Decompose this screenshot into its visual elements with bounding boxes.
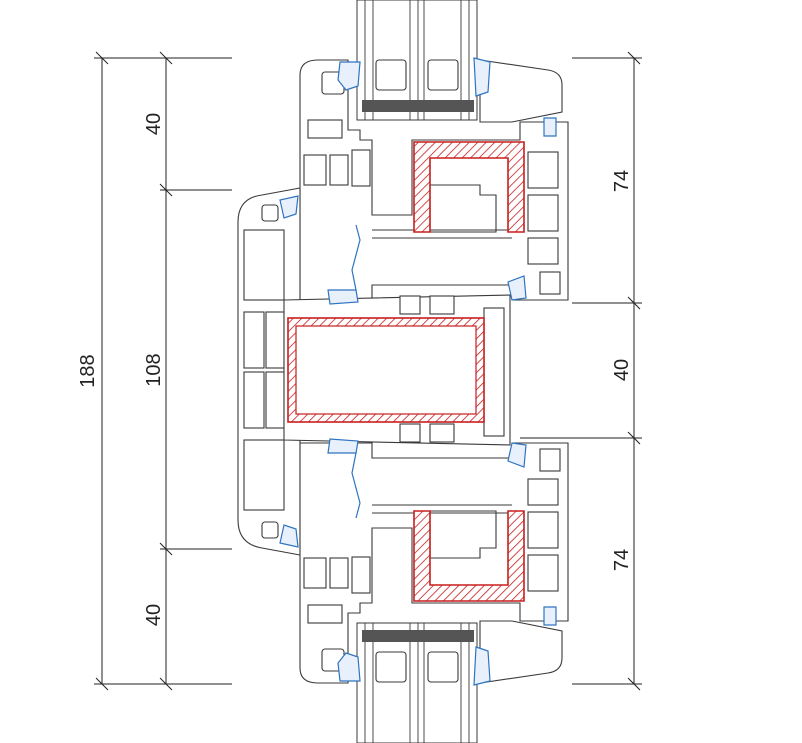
gaskets xyxy=(279,57,557,686)
dimension-lines xyxy=(94,51,642,691)
glazing-bottom xyxy=(356,622,478,743)
dimension-labels: 188 40 108 40 74 40 74 xyxy=(77,113,633,626)
dim-left-bottom-40: 40 xyxy=(143,604,165,626)
upper-sash-profile xyxy=(299,59,569,301)
dim-left-middle-108: 108 xyxy=(143,353,165,386)
lower-sash-profile xyxy=(299,442,569,684)
dim-right-top-74: 74 xyxy=(611,170,633,192)
dim-right-middle-40: 40 xyxy=(611,359,633,381)
frame-mullion xyxy=(237,187,511,556)
dim-right-bottom-74: 74 xyxy=(611,549,633,571)
glazing-top xyxy=(356,0,478,121)
dim-total-188: 188 xyxy=(77,354,99,387)
dim-left-top-40: 40 xyxy=(143,113,165,135)
